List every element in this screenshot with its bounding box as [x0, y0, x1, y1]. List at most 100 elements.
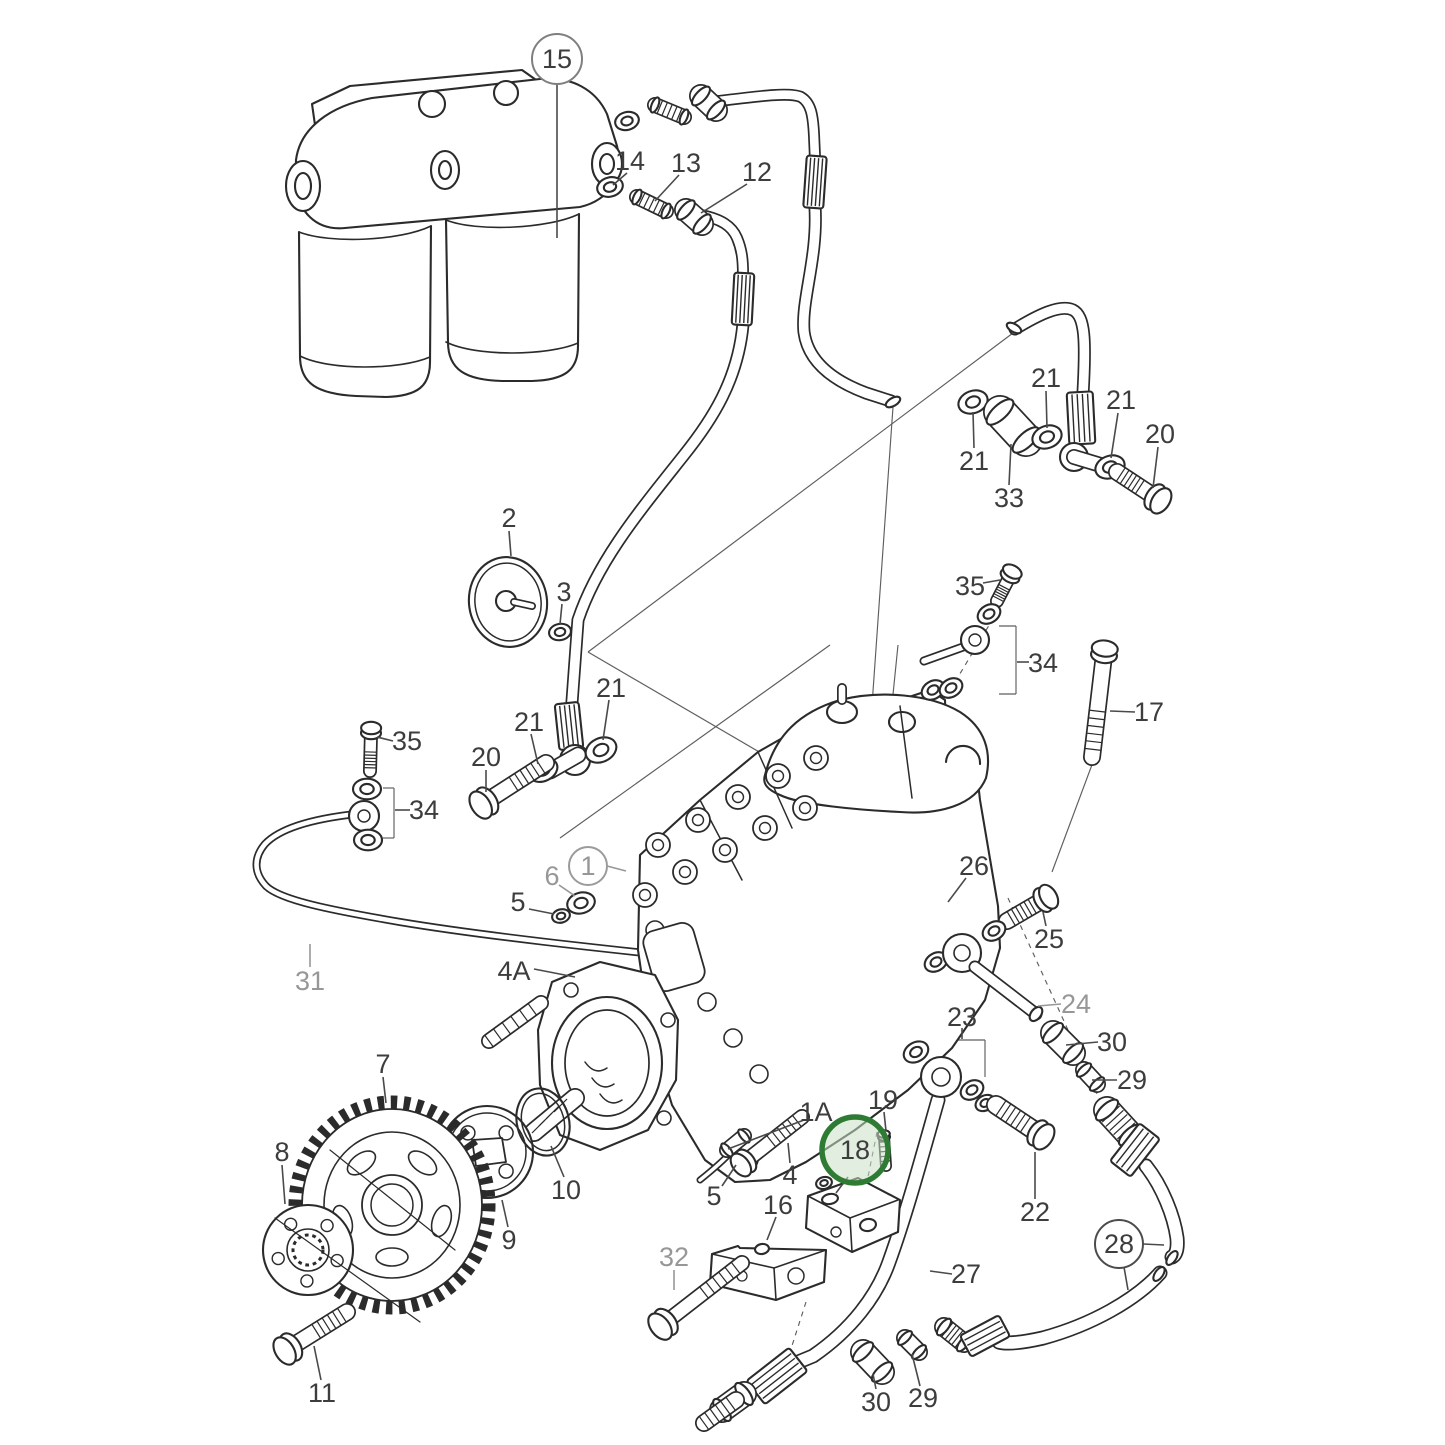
thread	[1084, 747, 1102, 751]
leader-line	[602, 699, 610, 741]
ribbed-sleeve	[1110, 1123, 1160, 1177]
thread	[997, 583, 1011, 591]
filter-bolt	[417, 89, 447, 119]
reference-line	[559, 644, 831, 839]
thread	[791, 1114, 803, 1128]
thread	[1130, 477, 1142, 492]
thread	[656, 100, 663, 114]
thread	[771, 1130, 782, 1144]
ring	[515, 1087, 571, 1157]
part-label-34a: 34	[409, 795, 439, 825]
part-label-4A: 4A	[497, 956, 530, 986]
banjo-23-22	[902, 1040, 1056, 1151]
delivery-valve-top	[718, 843, 732, 857]
delivery-valve-top	[758, 821, 772, 835]
thread	[730, 1261, 741, 1275]
ring	[520, 1092, 566, 1152]
outline	[970, 962, 1041, 1019]
part-label-22: 22	[1020, 1197, 1050, 1227]
outline	[283, 1304, 355, 1355]
injection-pump	[524, 679, 1002, 1184]
ring	[647, 1312, 673, 1341]
thread	[657, 202, 665, 216]
banjo-bore	[968, 633, 982, 647]
hub-hole	[498, 1163, 514, 1179]
leader-line	[1037, 1003, 1062, 1007]
thread	[648, 197, 655, 211]
outline	[525, 1089, 584, 1141]
part-label-14: 14	[615, 146, 645, 176]
part-label-24: 24	[1061, 989, 1091, 1019]
ring	[1041, 1021, 1065, 1045]
thread	[705, 1281, 716, 1294]
outline	[299, 355, 431, 368]
thread	[671, 106, 678, 120]
leader-line	[787, 1142, 791, 1164]
thread	[1014, 1113, 1027, 1130]
hose27-fitting	[695, 1315, 1011, 1432]
part-label-31: 31	[295, 966, 325, 996]
link-rod-24	[923, 883, 1160, 1177]
rib-line	[762, 1367, 803, 1400]
delivery-valve-top	[678, 865, 692, 879]
delivery-valve-top	[809, 751, 823, 765]
thread	[531, 1119, 546, 1134]
ring	[553, 626, 567, 638]
outline	[1084, 647, 1112, 765]
outline	[921, 644, 966, 664]
part-label-29b: 29	[908, 1383, 938, 1413]
part-label-21c: 21	[959, 446, 989, 476]
thread	[661, 102, 668, 116]
rib-line	[1076, 394, 1081, 443]
part-label-11: 11	[308, 1378, 336, 1408]
thread	[948, 1327, 960, 1343]
ring	[1038, 430, 1056, 444]
part-label-19: 19	[868, 1085, 898, 1115]
rib-line	[739, 274, 743, 323]
ring	[729, 1152, 753, 1178]
ring	[926, 684, 940, 696]
flange-hole	[660, 1012, 676, 1028]
ring	[1152, 1266, 1166, 1282]
leader-line	[313, 1345, 322, 1381]
thread	[703, 1411, 715, 1427]
inspection-plate	[642, 921, 706, 993]
ring	[870, 1361, 894, 1383]
ring	[819, 1178, 829, 1188]
leader-line	[982, 579, 1001, 584]
leader-line	[1123, 1266, 1129, 1291]
outline	[274, 1217, 421, 1323]
rib-line	[755, 1357, 796, 1390]
flange-hole	[656, 1110, 672, 1126]
thread	[1109, 1114, 1128, 1131]
axis-dash-line	[789, 1301, 807, 1353]
leader-line	[1042, 911, 1047, 927]
part-label-16: 16	[763, 1190, 793, 1220]
part-label-4: 4	[782, 1160, 797, 1190]
ring	[660, 202, 672, 220]
ribbed-sleeve	[730, 271, 756, 327]
gear-bore-inner	[370, 1183, 414, 1227]
ring	[929, 956, 943, 968]
thread	[1018, 903, 1029, 919]
banjo-bore	[931, 1067, 951, 1087]
spline	[291, 1233, 325, 1267]
part-label-30a: 30	[1097, 1027, 1127, 1057]
thread	[1000, 1103, 1012, 1120]
thread	[513, 772, 525, 788]
junction-blocks	[647, 1109, 902, 1341]
ring	[555, 911, 567, 921]
part-label-5a: 5	[510, 887, 525, 917]
part-label-9: 9	[501, 1225, 516, 1255]
rib-line	[1126, 1136, 1155, 1172]
ring	[598, 152, 616, 176]
ring	[360, 833, 376, 847]
outline	[294, 77, 620, 230]
ribbed-sleeve	[802, 154, 828, 210]
leader-line	[1008, 443, 1012, 486]
outline	[297, 224, 433, 399]
part-label-10: 10	[551, 1175, 581, 1205]
thread	[553, 1098, 568, 1113]
rib-line	[747, 275, 751, 324]
outline	[849, 1217, 853, 1253]
